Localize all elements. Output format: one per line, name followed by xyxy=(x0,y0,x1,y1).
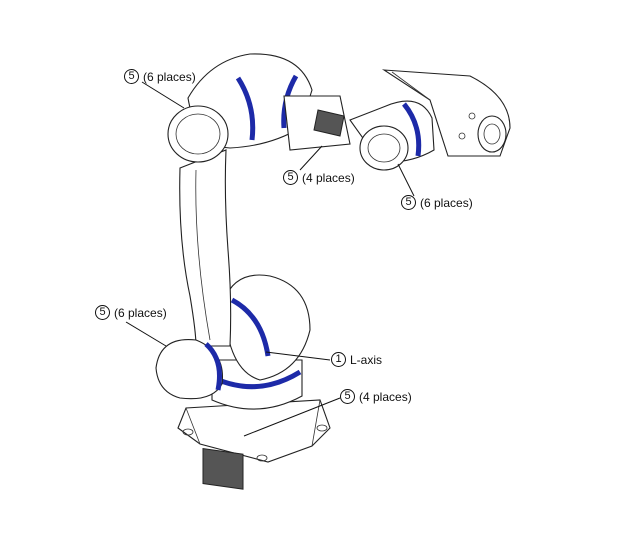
lower-arm xyxy=(179,149,232,347)
callout-label: (6 places) xyxy=(143,69,196,84)
callout-number: 5 xyxy=(340,389,355,404)
s-axis-turret xyxy=(211,274,311,410)
callout-label: (6 places) xyxy=(114,305,167,320)
callout-number: 5 xyxy=(124,69,139,84)
callout-l-axis-cover: 5 (6 places) xyxy=(95,305,167,320)
callout-number: 5 xyxy=(401,195,416,210)
shoulder-cover xyxy=(167,105,229,163)
callout-label: (4 places) xyxy=(302,170,355,185)
callout-number: 5 xyxy=(95,305,110,320)
tool-flange xyxy=(381,69,511,157)
callout-base: 5 (4 places) xyxy=(340,389,412,404)
leader-lines xyxy=(125,81,415,437)
callout-number: 5 xyxy=(283,170,298,185)
l-axis-cover xyxy=(155,339,224,400)
callout-shoulder-cover: 5 (6 places) xyxy=(124,69,196,84)
callout-number: 1 xyxy=(331,352,346,367)
callout-label: L-axis xyxy=(350,352,383,367)
robot-base xyxy=(177,399,331,490)
callout-wrist-cover: 5 (6 places) xyxy=(401,195,473,210)
wrist xyxy=(349,100,435,171)
callout-upper-arm: 5 (4 places) xyxy=(283,170,355,185)
callout-l-axis: 1 L-axis xyxy=(331,352,382,367)
callout-label: (4 places) xyxy=(359,389,412,404)
callout-label: (6 places) xyxy=(420,195,473,210)
base-connector-panel xyxy=(202,447,244,490)
